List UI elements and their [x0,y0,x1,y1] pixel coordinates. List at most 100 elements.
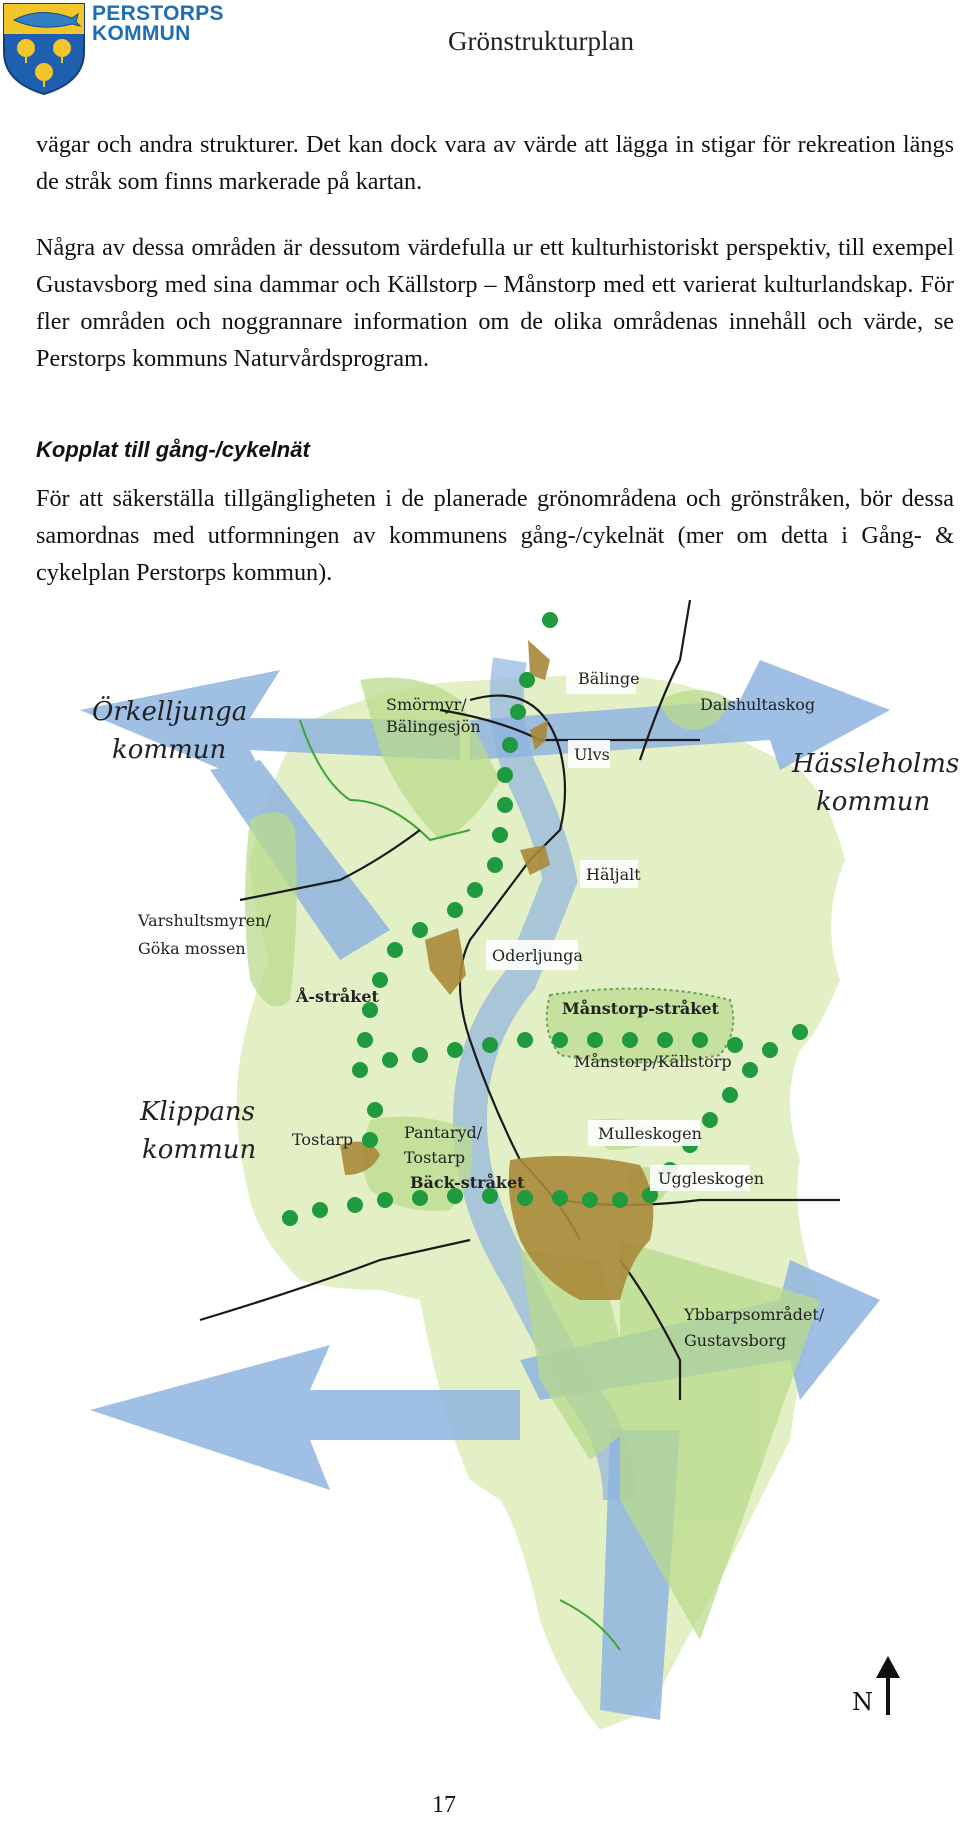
trail-dot [412,922,428,938]
trail-dot [587,1032,603,1048]
document-title: Grönstrukturplan [448,26,634,56]
road-southwest [199,1238,471,1322]
trail-dot [657,1032,673,1048]
trail-dot [519,672,535,688]
trail-dot [447,902,463,918]
trail-dot [742,1062,758,1078]
logo-line-1: PERSTORPS [92,2,224,25]
paragraph-2: Några av dessa områden är dessutom värde… [36,234,954,372]
label-orkelljunga-1: Örkelljunga [92,695,247,727]
road-north [638,600,692,761]
trail-dot [792,1024,808,1040]
trail-dot [492,827,508,843]
arrow-northwest [80,670,460,790]
trail-dot [517,1032,533,1048]
green-area-dalshultaskog [660,690,730,730]
trail-dot [362,1002,378,1018]
urban-oderljunga [425,928,466,995]
label-ulvs: Ulvs [574,745,610,764]
trail-dot [612,1192,628,1208]
north-label: N [852,1688,873,1716]
road-west [239,829,421,902]
trail-dot [312,1202,328,1218]
trail-dot [727,1037,743,1053]
trail-dot [447,1042,463,1058]
paragraph-1: vägar och andra strukturer. Det kan dock… [36,131,954,195]
label-varshult-2: Göka mossen [138,939,246,958]
label-ybbarp-1: Ybbarpsområdet/ [683,1305,825,1324]
label-klippan-1: Klippans [139,1097,255,1127]
urban-ulvs [530,720,548,750]
coat-of-arms-icon [3,3,85,96]
trail-dot [352,1062,368,1078]
trail-dot [382,1052,398,1068]
label-ybbarp-2: Gustavsborg [684,1331,786,1350]
trail-dot [367,1102,383,1118]
label-manstorp-straket: Månstorp-stråket [562,998,720,1018]
trail-dot [372,972,388,988]
trail-dot [502,737,518,753]
label-pantaryd-2: Tostarp [404,1148,465,1167]
trail-dot [517,1190,533,1206]
trail-dot [482,1037,498,1053]
trail-dot [762,1042,778,1058]
boundary-east [559,1599,621,1651]
arrow-west [90,1345,520,1490]
trail-dot [467,882,483,898]
green-area-smormyr [360,677,500,840]
road-main [458,694,581,1241]
label-hassleholm-1: Hässleholms [791,749,959,779]
trail-dot [447,1188,463,1204]
perstorp-logo: PERSTORPS KOMMUN [0,0,224,100]
trail-dot [552,1190,568,1206]
trail-dot [487,857,503,873]
trail-dot [497,767,513,783]
page-number: 17 [432,1792,456,1818]
trail-dot [722,1087,738,1103]
trail-dot [387,942,403,958]
label-hassleholm-2: kommun [816,787,930,817]
trail-dot [357,1032,373,1048]
trail-dot [552,1032,568,1048]
boundary-smormyr [299,719,471,842]
north-arrow-icon: N [852,1656,900,1716]
label-back-straket: Bäck-stråket [410,1172,525,1192]
urban-tostarp [340,1141,380,1175]
label-smormyr-1: Smörmyr/ [386,695,467,714]
urban-balinge [528,640,550,680]
urban-haljalt [520,845,550,875]
trail-dot [582,1192,598,1208]
logo-line-2: KOMMUN [92,22,191,45]
label-uggleskogen: Uggleskogen [658,1169,764,1188]
trail-dot [542,612,558,628]
trail-dot [412,1190,428,1206]
trail-dot [377,1192,393,1208]
trail-dot [347,1197,363,1213]
urban-perstorp [508,1156,654,1300]
trail-dot [692,1032,708,1048]
paragraph-3: För att säkerställa tillgängligheten i d… [36,485,954,586]
label-mulleskogen: Mulleskogen [598,1124,702,1143]
label-smormyr-2: Bälingesjön [386,717,481,736]
trail-dot [497,797,513,813]
green-area-varshult [245,812,297,1007]
trail-dot [510,704,526,720]
label-a-straket: Å-stråket [295,985,380,1006]
green-area-pantaryd [362,1116,473,1211]
arrow-southwest-entry [210,760,390,960]
trail-dot [412,1047,428,1063]
trail-dot [622,1032,638,1048]
label-manstorp-kallstorp: Månstorp/Källstorp [574,1052,732,1071]
trail-dot [482,1188,498,1204]
label-klippan-2: kommun [142,1135,256,1165]
label-orkelljunga-2: kommun [112,735,226,765]
label-oderljunga: Oderljunga [492,946,583,965]
subheading: Kopplat till gång-/cykelnät [36,437,310,462]
trail-dot [702,1112,718,1128]
label-dalshultaskog: Dalshultaskog [700,695,815,714]
label-balinge: Bälinge [578,669,640,688]
label-tostarp: Tostarp [292,1130,353,1149]
green-area-southwest [520,1250,640,1460]
trail-dot [282,1210,298,1226]
